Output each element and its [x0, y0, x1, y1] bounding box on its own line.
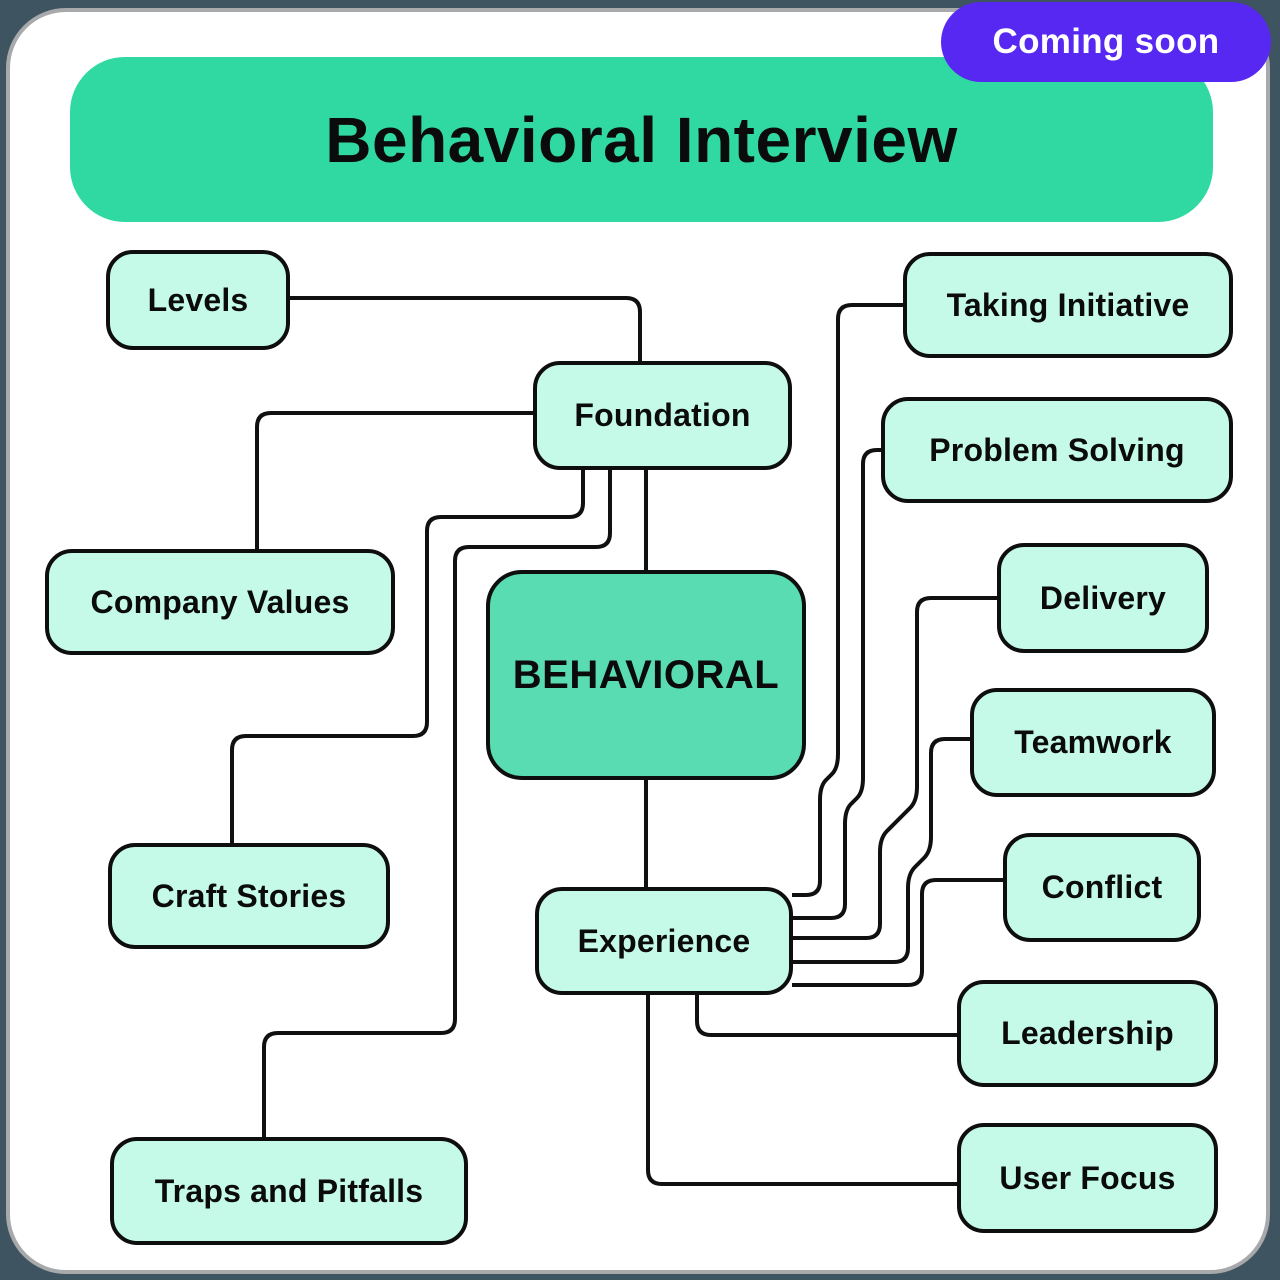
node-levels[interactable]: Levels — [106, 250, 290, 350]
node-experience[interactable]: Experience — [535, 887, 793, 995]
edge-foundation-traps-and-pitfalls — [262, 470, 612, 1137]
edge-levels-foundation — [290, 296, 642, 361]
node-taking-initiative[interactable]: Taking Initiative — [903, 252, 1233, 358]
page-title: Behavioral Interview — [325, 103, 958, 176]
edge-experience-problem-solving — [792, 448, 881, 920]
edge-foundation-craft-stories — [230, 470, 585, 843]
node-problem-solving[interactable]: Problem Solving — [881, 397, 1233, 503]
edge-experience-user-focus — [646, 995, 957, 1186]
node-traps-and-pitfalls[interactable]: Traps and Pitfalls — [110, 1137, 468, 1245]
edge-experience-conflict — [792, 878, 1003, 987]
edge-experience-teamwork — [792, 737, 970, 964]
node-delivery[interactable]: Delivery — [997, 543, 1209, 653]
node-foundation[interactable]: Foundation — [533, 361, 792, 470]
node-craft-stories[interactable]: Craft Stories — [108, 843, 390, 949]
node-conflict[interactable]: Conflict — [1003, 833, 1201, 942]
edge-experience-delivery — [792, 596, 997, 940]
node-behavioral[interactable]: BEHAVIORAL — [486, 570, 806, 780]
edge-experience-leadership — [695, 995, 957, 1037]
coming-soon-label: Coming soon — [992, 22, 1220, 61]
node-company-values[interactable]: Company Values — [45, 549, 395, 655]
diagram-title-banner: Behavioral Interview — [70, 57, 1213, 222]
edge-experience-taking-initiative — [792, 303, 903, 897]
node-teamwork[interactable]: Teamwork — [970, 688, 1216, 797]
node-user-focus[interactable]: User Focus — [957, 1123, 1218, 1233]
edge-foundation-company-values — [255, 411, 533, 549]
node-leadership[interactable]: Leadership — [957, 980, 1218, 1087]
coming-soon-badge: Coming soon — [941, 2, 1271, 82]
